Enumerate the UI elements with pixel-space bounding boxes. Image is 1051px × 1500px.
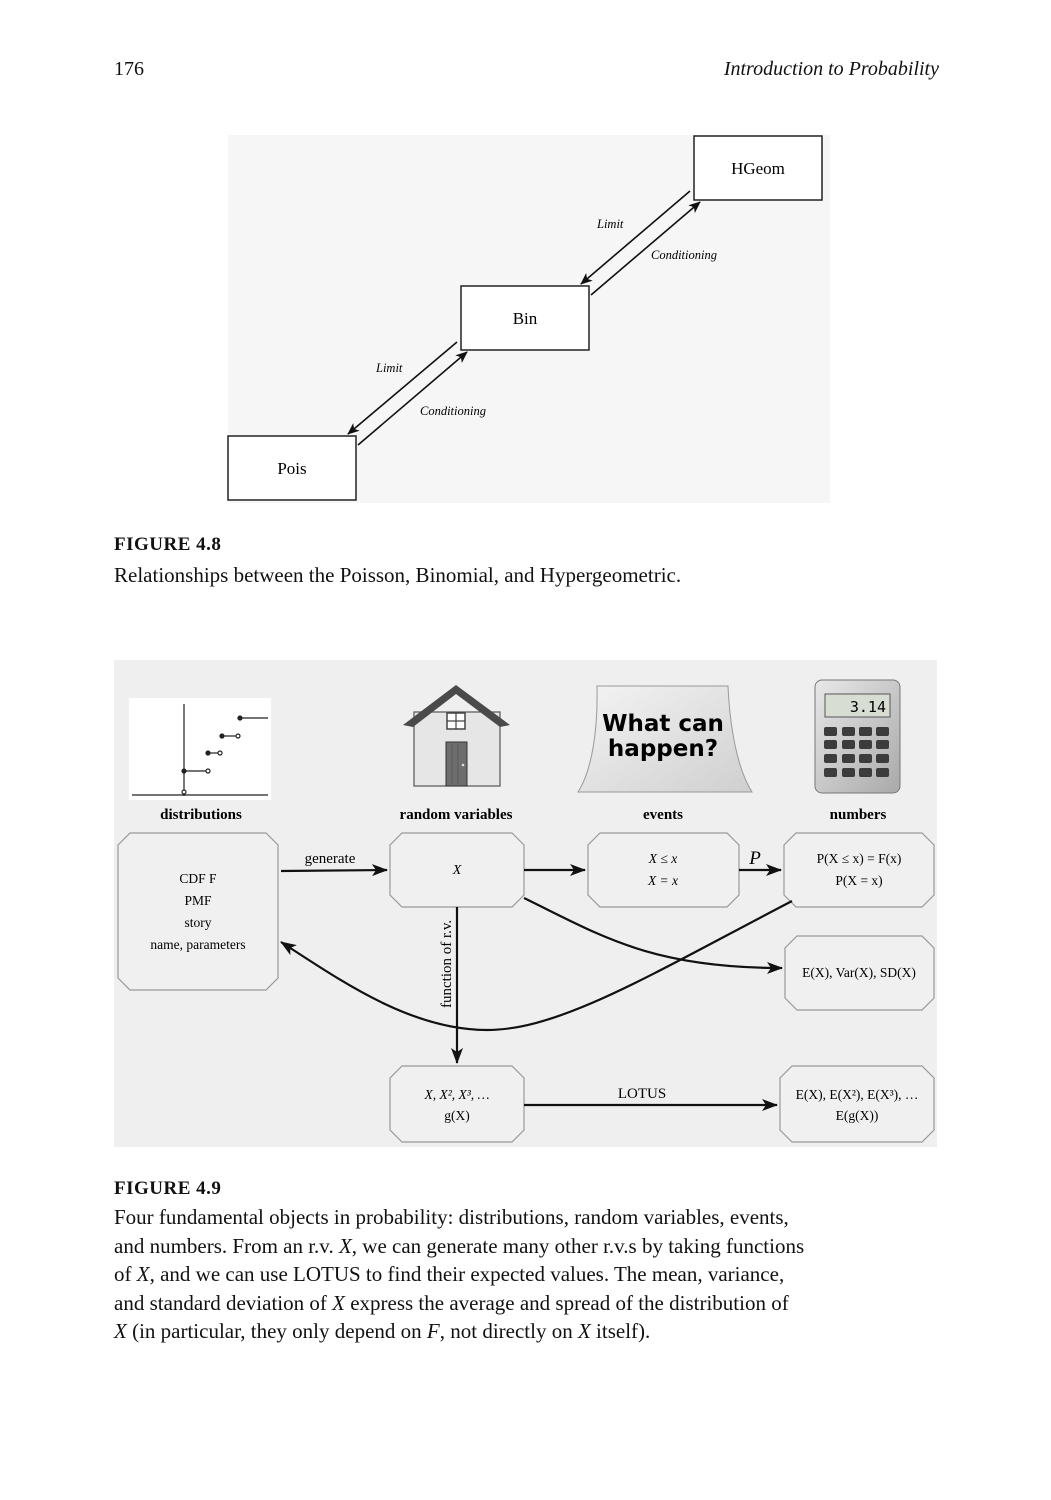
lotus-line-1: E(X), E(X²), E(X³), … — [796, 1087, 919, 1102]
label-p: P — [748, 848, 761, 869]
header-distributions: distributions — [160, 807, 242, 823]
arrow-bin-to-pois — [347, 341, 458, 435]
arrow-pois-to-bin — [357, 351, 468, 446]
random-variable-box: X — [389, 832, 525, 908]
calculator-display: 3.14 — [850, 698, 886, 716]
arrow-generate — [280, 864, 388, 877]
expectation-box: E(X), E(X²), E(X³), … E(g(X)) — [779, 1065, 935, 1143]
moments-label: E(X), Var(X), SD(X) — [802, 965, 916, 980]
dist-line-2: PMF — [184, 893, 212, 908]
dist-line-4: name, parameters — [150, 937, 245, 952]
arrow-hgeom-to-bin — [580, 190, 691, 285]
label-lower-limit: Limit — [375, 361, 403, 375]
label-lotus: LOTUS — [618, 1086, 666, 1102]
events-box: X ≤ x X = x — [587, 832, 740, 908]
node-bin: Bin — [460, 285, 590, 351]
caption-line-2: and numbers. From an r.v. X, we can gene… — [114, 1233, 805, 1258]
prob-line-1: P(X ≤ x) = F(x) — [817, 851, 902, 866]
page-number: 176 — [114, 58, 144, 80]
sign-line-2: happen? — [608, 736, 718, 762]
dist-line-3: story — [185, 915, 212, 930]
label-generate: generate — [305, 851, 356, 867]
figure-4-8-caption: Relationships between the Poisson, Binom… — [114, 563, 682, 587]
events-line-2: X = x — [647, 873, 678, 888]
func-line-2: g(X) — [444, 1108, 470, 1123]
figure-4-8-diagram: HGeom Bin Pois Limit Conditioning Limit … — [227, 135, 830, 503]
header-events: events — [643, 807, 683, 823]
caption-line-5: X (in particular, they only depend on F,… — [114, 1319, 651, 1343]
header-random-variables: random variables — [400, 807, 513, 823]
calculator-icon: 3.14 — [814, 679, 901, 794]
what-can-happen-sign: What can happen? — [577, 685, 753, 793]
figure-4-8-label: FIGURE 4.8 — [114, 534, 222, 555]
moments-box: E(X), Var(X), SD(X) — [784, 935, 935, 1011]
house-icon — [403, 685, 510, 787]
node-pois-label: Pois — [277, 459, 306, 478]
caption-line-4: and standard deviation of X express the … — [114, 1290, 789, 1315]
figure-4-9-caption: Four fundamental objects in probability:… — [114, 1203, 938, 1346]
distributions-box: CDF F PMF story name, parameters — [117, 832, 279, 991]
header-numbers: numbers — [830, 807, 887, 823]
arrow-prob-to-distribution — [280, 900, 793, 1032]
arrow-rv-to-moments — [523, 897, 783, 974]
node-bin-label: Bin — [513, 309, 538, 328]
arrow-bin-to-hgeom — [590, 201, 701, 296]
label-upper-limit: Limit — [596, 217, 624, 231]
figure-4-9-diagram: What can happen? 3.14 distributions rand… — [114, 660, 937, 1147]
caption-line-3: of X, and we can use LOTUS to find their… — [114, 1262, 785, 1286]
cdf-plot-icon — [129, 698, 271, 800]
prob-line-2: P(X = x) — [835, 873, 882, 888]
label-lower-conditioning: Conditioning — [420, 404, 486, 418]
node-pois: Pois — [227, 435, 357, 501]
rv-label: X — [452, 863, 462, 878]
function-of-rv-box: X, X², X³, … g(X) — [389, 1065, 525, 1143]
label-function-of-rv: function of r.v. — [439, 920, 455, 1008]
dist-line-1: CDF F — [179, 871, 217, 886]
node-hgeom-label: HGeom — [731, 159, 785, 178]
func-line-1: X, X², X³, … — [423, 1087, 489, 1102]
figure-4-9-label: FIGURE 4.9 — [114, 1178, 222, 1199]
probability-box: P(X ≤ x) = F(x) P(X = x) — [783, 832, 935, 908]
node-hgeom: HGeom — [693, 135, 823, 201]
lotus-line-2: E(g(X)) — [836, 1108, 879, 1123]
label-upper-conditioning: Conditioning — [651, 248, 717, 262]
running-title: Introduction to Probability — [723, 58, 939, 80]
sign-line-1: What can — [602, 711, 724, 737]
caption-line-1: Four fundamental objects in probability:… — [114, 1205, 789, 1229]
events-line-1: X ≤ x — [648, 851, 677, 866]
